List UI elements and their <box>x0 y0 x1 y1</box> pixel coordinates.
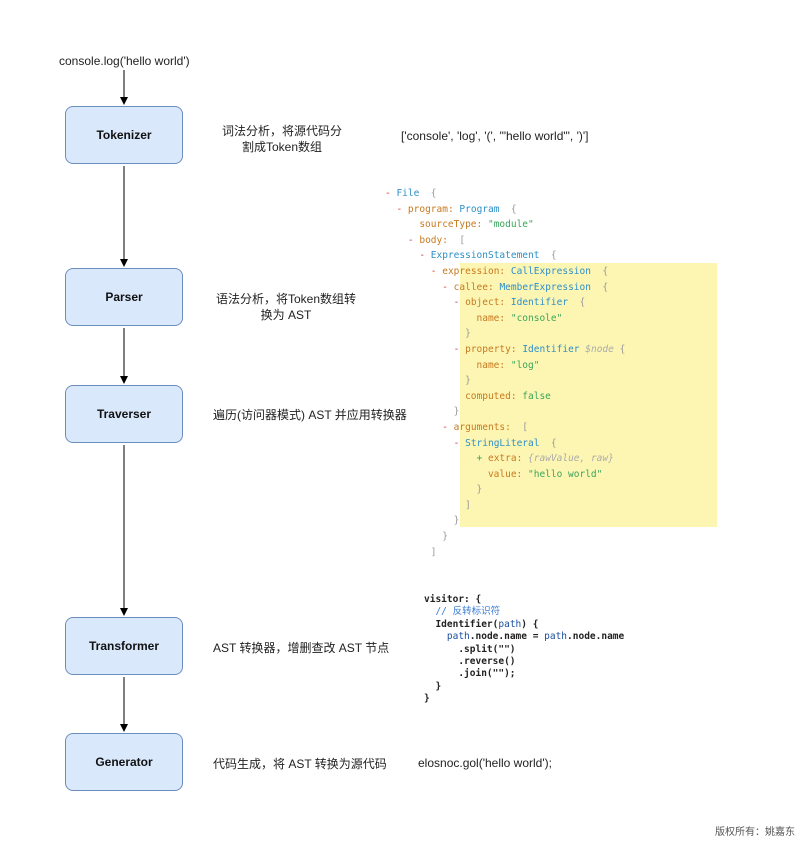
stage-generator: Generator <box>65 733 183 791</box>
ast-callee-close: } <box>385 406 460 418</box>
input-code: console.log('hello world') <box>59 54 190 68</box>
visitor-line-4: path.node.name = path.node.name <box>446 631 625 643</box>
ast-value-line: value: "hello world" <box>487 468 603 480</box>
ast-computed-line: computed: false <box>465 390 551 402</box>
parser-desc-line-1: 语法分析，将Token数组转 <box>215 292 357 306</box>
ast-sourcetype-line: sourceType: "module" <box>419 219 534 231</box>
tokenizer-desc-line-1: 词法分析，将源代码分 <box>221 124 342 138</box>
ast-name-log-line: name: "log" <box>476 359 540 371</box>
ast-stringliteral-line: - StringLiteral { <box>453 437 557 449</box>
ast-program-line: - program: Program { <box>396 203 517 215</box>
stage-tokenizer: Tokenizer <box>65 106 183 164</box>
call-expression-highlight <box>460 263 717 527</box>
parser-description: 语法分析，将Token数组转 换为 AST <box>213 291 359 323</box>
ast-expression-line: - expression: CallExpression { <box>430 265 609 277</box>
ast-expression-close: } <box>385 515 460 527</box>
visitor-line-1: visitor: { <box>424 594 482 605</box>
stage-transformer: Transformer <box>65 617 183 675</box>
stage-parser: Parser <box>65 268 183 326</box>
visitor-line-6: .reverse() <box>458 655 516 667</box>
ast-property-close: } <box>385 375 471 387</box>
ast-object-close: } <box>385 328 471 340</box>
parser-desc-line-2: 换为 AST <box>260 308 312 322</box>
transformer-desc-line-1: AST 转换器，增删查改 AST 节点 <box>213 641 390 655</box>
ast-stringliteral-close: } <box>385 484 483 496</box>
traverser-description: 遍历(访问器模式) AST 并应用转换器 <box>213 407 407 423</box>
transformer-description: AST 转换器，增删查改 AST 节点 <box>213 640 389 656</box>
tokenizer-desc-line-2: 割成Token数组 <box>241 140 323 154</box>
ast-name-console-line: name: "console" <box>476 312 563 324</box>
tokenizer-description: 词法分析，将源代码分 割成Token数组 <box>219 123 345 155</box>
copyright-text: 版权所有：姚嘉东 <box>715 827 795 838</box>
ast-exprstmt-line: - ExpressionStatement { <box>419 250 557 262</box>
ast-callee-line: - callee: MemberExpression { <box>442 281 609 293</box>
visitor-line-8: } <box>435 680 442 692</box>
ast-tree: - File { - program: Program { sourceType… <box>385 186 625 560</box>
token-array-output: ['console', 'log', '(', '"hello world"',… <box>401 129 589 143</box>
ast-body-line: - body: [ <box>407 234 466 246</box>
traverser-desc-line-1: 遍历(访问器模式) AST 并应用转换器 <box>213 408 407 422</box>
ast-file-line: - File { <box>385 188 437 199</box>
ast-arguments-line: - arguments: [ <box>442 421 529 433</box>
ast-body-close: ] <box>385 546 437 558</box>
ast-exprstmt-close: } <box>385 531 448 543</box>
visitor-line-9: } <box>424 693 430 705</box>
ast-extra-line: + extra: {rawValue, raw} <box>476 453 614 465</box>
ast-property-line: - property: Identifier $node { <box>453 343 626 355</box>
ast-arguments-close: ] <box>385 499 471 511</box>
visitor-line-5: .split("") <box>458 643 516 655</box>
generated-code-output: elosnoc.gol('hello world'); <box>418 756 552 770</box>
visitor-comment: // 反转标识符 <box>435 606 501 618</box>
visitor-code: visitor: { // 反转标识符 Identifier(path) { p… <box>424 594 624 706</box>
generator-description: 代码生成，将 AST 转换为源代码 <box>213 756 387 772</box>
visitor-line-3: Identifier(path) { <box>435 618 539 630</box>
ast-object-line: - object: Identifier { <box>453 297 586 309</box>
stage-traverser: Traverser <box>65 385 183 443</box>
generator-desc-line-1: 代码生成，将 AST 转换为源代码 <box>213 757 387 771</box>
visitor-line-7: .join(""); <box>458 668 516 680</box>
